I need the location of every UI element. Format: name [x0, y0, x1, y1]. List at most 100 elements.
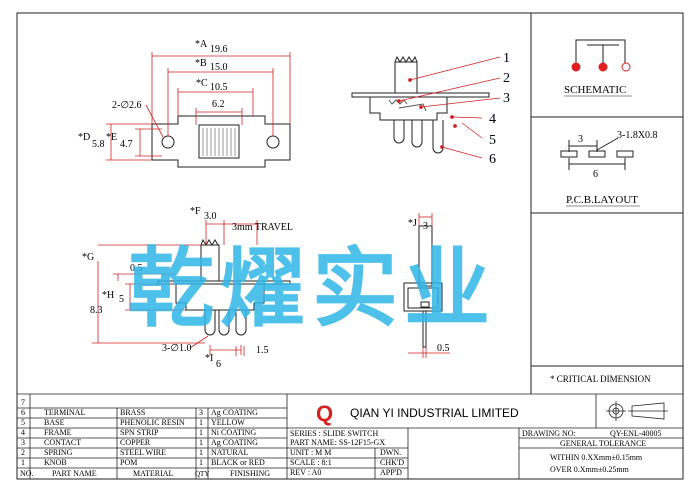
schematic-symbol — [571, 39, 631, 72]
company-name: QIAN YI INDUSTRIAL LIMITED — [350, 406, 519, 420]
bom-row-5-no: 5 — [21, 418, 25, 427]
bom-row-2-part: SPRING — [44, 448, 73, 457]
bom-header-part: PART NAME — [52, 469, 97, 478]
dim-f-label: *F — [190, 206, 201, 217]
title-block-lines — [17, 393, 683, 479]
dim-b-label: *B — [195, 58, 207, 69]
dwn-label: DWN. — [380, 448, 401, 457]
dim-i-value: 6 — [216, 359, 221, 370]
hole-dia-label: 2-∅2.6 — [112, 100, 142, 111]
top-view-dimensions — [106, 52, 291, 161]
dim-h-label: *H — [102, 290, 114, 301]
section-frame-plate — [351, 92, 490, 98]
dim-d-value: 5.8 — [92, 139, 105, 150]
callout-3: 3 — [503, 91, 510, 106]
section-contact — [398, 103, 427, 112]
bom-row-6-material: BRASS — [120, 408, 145, 417]
end-view-dimensions — [408, 213, 450, 358]
front-base — [175, 284, 265, 311]
dim-b-value: 15.0 — [210, 62, 228, 73]
sheet-border — [16, 12, 684, 480]
projection-symbol — [606, 401, 668, 421]
callout-2: 2 — [503, 71, 510, 86]
bom-row-3-finishing: Ag COATING — [211, 438, 258, 447]
callout-6: 6 — [489, 152, 496, 167]
company-logo: Q — [316, 401, 333, 426]
appd-label: APP'D — [380, 468, 402, 477]
bom-row-5-qty: 1 — [199, 418, 203, 427]
schematic-pad-3 — [621, 62, 631, 72]
front-terminal-2 — [218, 310, 230, 336]
mount-hole-right — [266, 135, 280, 149]
section-terminal-1 — [393, 120, 405, 144]
end-view — [403, 225, 443, 348]
bom-row-6-qty: 3 — [199, 408, 203, 417]
front-terminal-1 — [204, 310, 216, 336]
pcb-title: P.C.B.LAYOUT — [566, 194, 638, 206]
dim-j-label: *J — [408, 218, 417, 229]
pcb-slot-label: 3-1.8X0.8 — [617, 130, 658, 141]
bom-row-1-no: 1 — [21, 458, 25, 467]
pcb-layout — [560, 137, 634, 170]
schematic-title: SCHEMATIC — [564, 84, 626, 96]
dim-f-value: 3.0 — [204, 211, 217, 222]
bom-header-no: NO. — [20, 469, 34, 478]
top-view-body — [151, 115, 291, 168]
bom-header-qty: QTY — [195, 470, 209, 478]
tolerance-over: OVER 0.Xmm±0.25mm — [550, 465, 630, 474]
bom-row-1-material: POM — [120, 458, 137, 467]
dim-j-value: 3 — [423, 221, 428, 232]
section-knob — [394, 61, 418, 94]
dim-h-value: 5 — [119, 294, 124, 305]
front-view — [157, 238, 291, 336]
section-view — [351, 55, 490, 154]
drawing-no-value: QY-ENL-40005 — [610, 429, 662, 438]
schematic-pad-1 — [571, 62, 581, 72]
bom-row-2-finishing: NATURAL — [211, 448, 248, 457]
critical-dimension-note: * CRITICAL DIMENSION — [550, 374, 651, 384]
front-knob — [200, 244, 220, 282]
bom-row-2-material: STEEL WIRE — [120, 448, 166, 457]
bom-row-6-finishing: Ag COATING — [211, 408, 258, 417]
company-logo-letter: Q — [316, 401, 333, 426]
bom-header-material: MATERIAL — [133, 469, 174, 478]
front-frame-plate — [157, 280, 291, 285]
travel-label: 3mm TRAVEL — [232, 222, 293, 233]
pcb-dim-6: 6 — [593, 169, 598, 180]
bom-row-4-no: 4 — [21, 428, 25, 437]
bom-header-finishing: FINISHING — [230, 469, 270, 478]
dim-e-value: 4.7 — [120, 139, 133, 150]
watermark: 乾燿实业 — [128, 241, 496, 337]
dim-e-label: *E — [106, 132, 117, 143]
bom-row-6-no: 6 — [21, 408, 25, 417]
bom-row-3-no: 3 — [21, 438, 25, 447]
dim-a-label: *A — [195, 39, 208, 50]
section-base — [369, 97, 448, 121]
front-knob-ribs — [200, 238, 219, 246]
bom-row-1-qty: 1 — [199, 458, 203, 467]
dim-c-label: *C — [196, 78, 208, 89]
bom-row-1-finishing: BLACK or RED — [211, 458, 265, 467]
bom-row-4-material: SPN STRIP — [120, 428, 159, 437]
series-label: SERIES : SLIDE SWITCH — [290, 429, 378, 438]
bom-row-7-no: 7 — [21, 398, 25, 407]
bom-row-5-part: BASE — [44, 418, 65, 427]
drawing-no-label: DRAWING NO: — [522, 429, 576, 438]
bom-row-4-finishing: Ni COATING — [211, 428, 256, 437]
section-knob-ribs — [394, 55, 418, 63]
dim-g-label: *G — [82, 252, 94, 263]
bom-row-3-part: CONTACT — [44, 438, 81, 447]
bom-row-5-finishing: YELLOW — [211, 418, 245, 427]
schematic-pad-2 — [598, 62, 608, 72]
end-knob — [418, 225, 433, 287]
bom-row-3-qty: 1 — [199, 438, 203, 447]
chkd-label: CHK'D — [380, 458, 404, 467]
callout-5: 5 — [489, 133, 496, 148]
unit-label: UNIT : M M — [290, 448, 331, 457]
part-name-label: PART NAME: SS-12F15-GX — [290, 438, 385, 447]
end-terminal — [422, 310, 427, 348]
dim-c-value: 10.5 — [210, 82, 228, 93]
dim-15: 1.5 — [256, 345, 269, 356]
dim-i-label: *I — [205, 353, 213, 364]
